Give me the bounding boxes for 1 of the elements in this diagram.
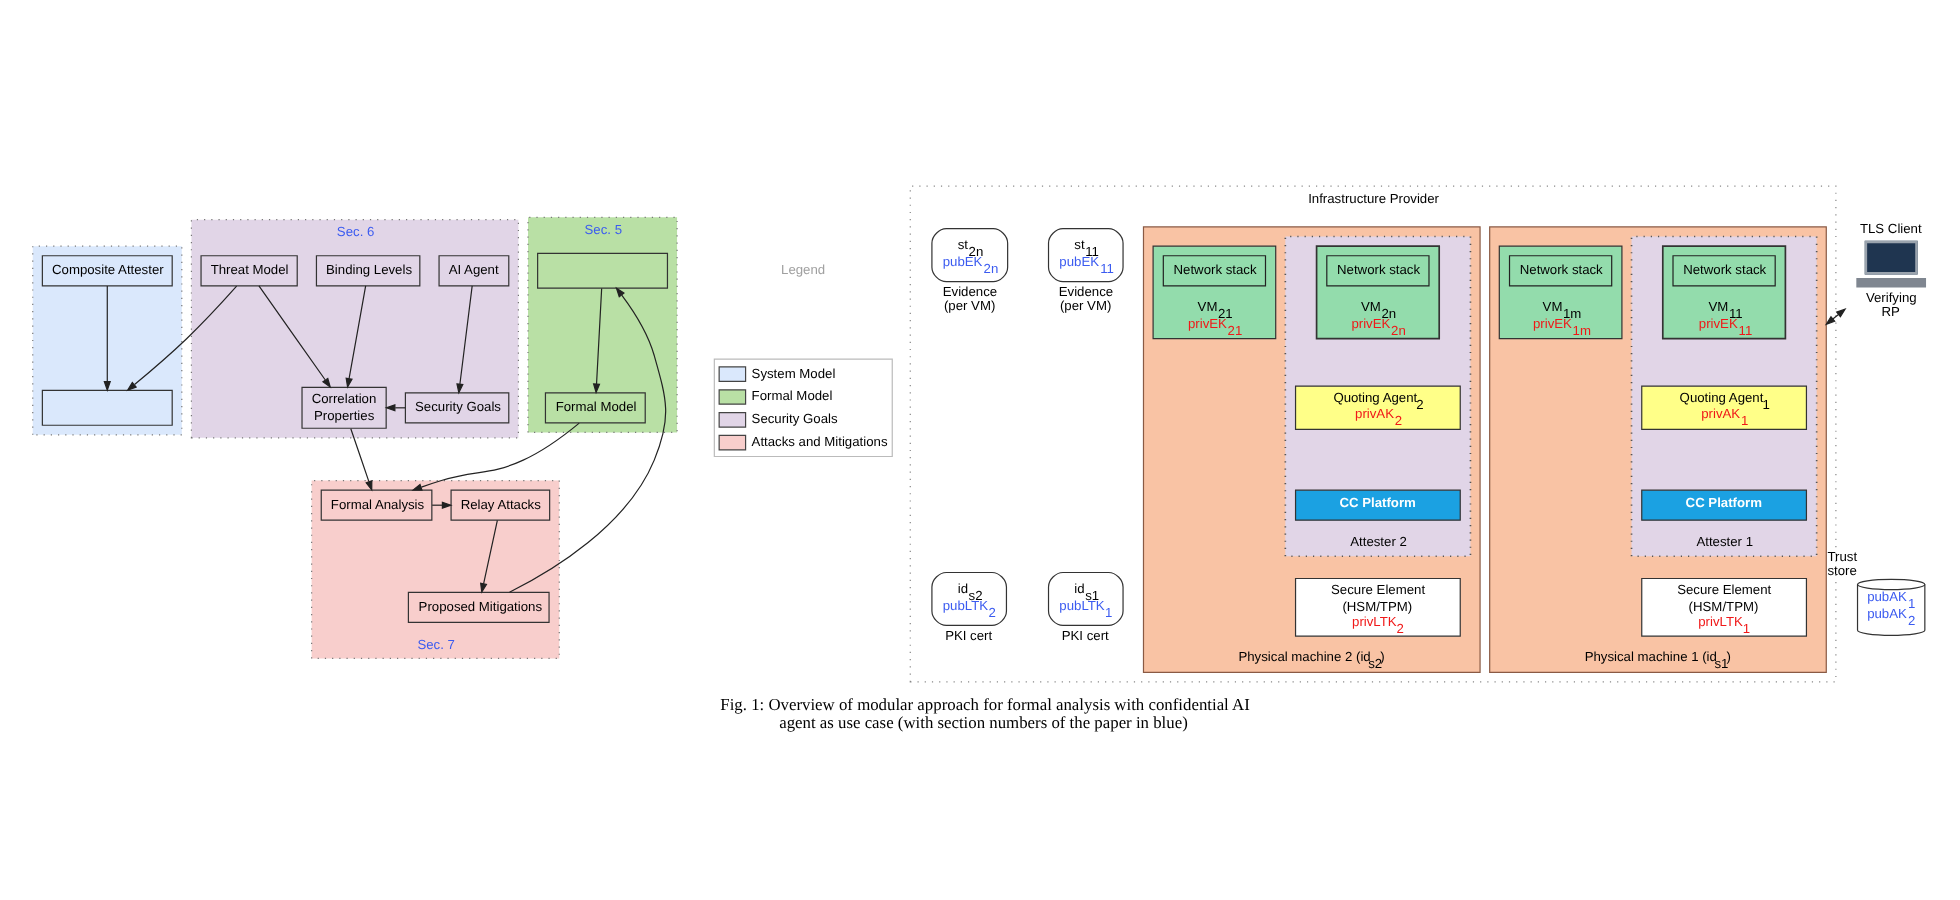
caption: Fig. 1: Overview of modular approach for formal analysis with confidential AI agent as use case (with section numbers of the paper in blue) bbox=[720, 695, 1250, 732]
